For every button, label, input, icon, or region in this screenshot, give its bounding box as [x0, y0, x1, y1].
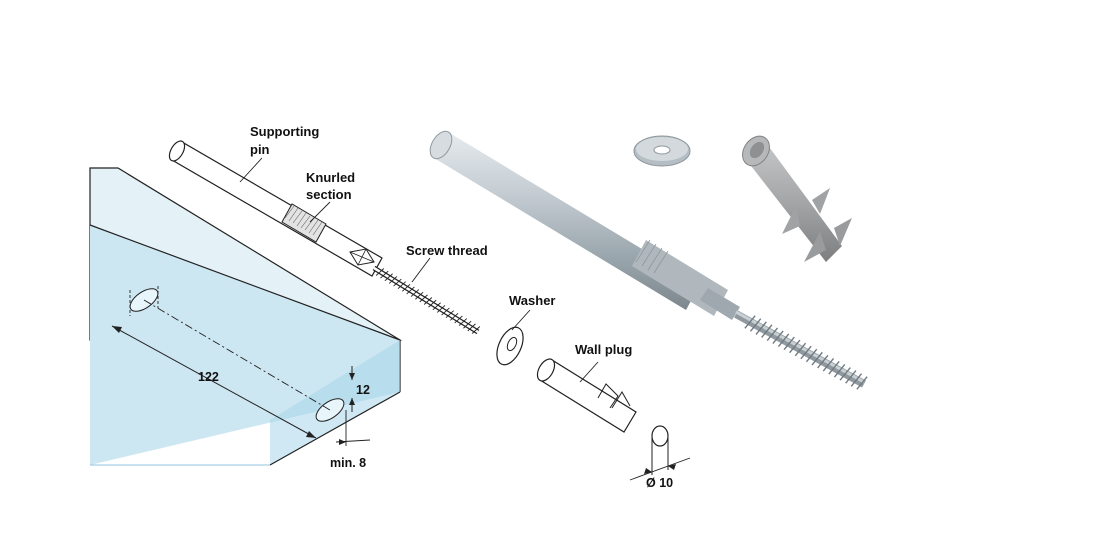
label-wall-plug: Wall plug: [575, 342, 632, 357]
dimension-spacing: 122: [198, 370, 219, 384]
shelf-block: [89, 167, 403, 466]
dimension-edge-min: min. 8: [330, 456, 366, 470]
label-washer: Washer: [509, 293, 555, 308]
label-leaders: [239, 157, 599, 383]
dimension-hole-diameter: 12: [356, 383, 370, 397]
label-supporting-pin-line2: pin: [250, 142, 270, 157]
dimension-lines: [111, 325, 371, 446]
label-knurled-line2: section: [306, 187, 352, 202]
wall-plug-drawing: [536, 358, 637, 433]
supporting-pin-drawing: [168, 140, 383, 277]
screw-thread-drawing: [372, 265, 481, 335]
wall-plug-photo: [742, 135, 852, 262]
label-supporting-pin-line1: Supporting: [250, 124, 319, 139]
dimension-wall-hole: Ø 10: [646, 476, 673, 490]
label-knurled-line1: Knurled: [306, 170, 355, 185]
shelf-holes: [129, 286, 345, 422]
label-screw-thread: Screw thread: [406, 243, 488, 258]
washer-photo: [633, 135, 691, 167]
washer-drawing: [496, 326, 524, 366]
pin-photo: [429, 130, 868, 390]
wall-hole-drawing: [629, 425, 691, 481]
